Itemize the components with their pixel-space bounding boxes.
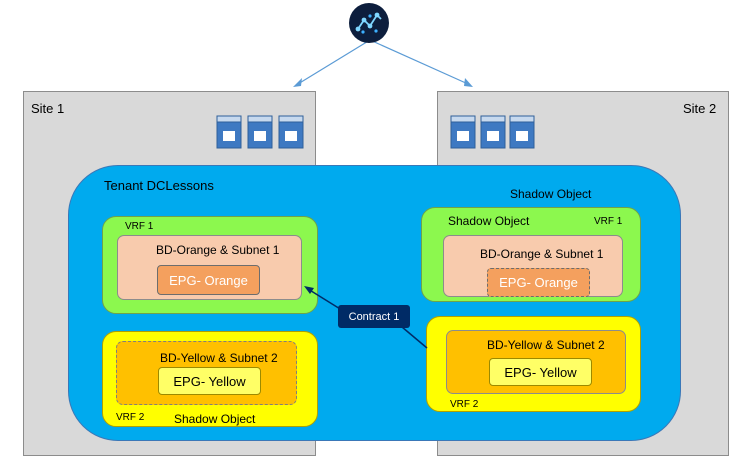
tenant-label: Tenant DCLessons xyxy=(104,178,214,193)
site-1-epg-orange: EPG- Orange xyxy=(157,265,260,295)
site-2-bd-orange-label: BD-Orange & Subnet 1 xyxy=(480,247,604,261)
site-2-apic-cluster xyxy=(450,115,540,149)
site-1-epg-yellow: EPG- Yellow xyxy=(158,367,261,395)
multi-site-orchestrator-icon xyxy=(348,2,390,44)
apic-server-icon xyxy=(278,115,304,149)
site-2-label: Site 2 xyxy=(683,101,717,116)
site-2-vrf-2-label: VRF 2 xyxy=(450,399,479,410)
site-1-bd-orange-label: BD-Orange & Subnet 1 xyxy=(156,243,280,257)
site-2-vrf-1-label: VRF 1 xyxy=(594,216,623,227)
site-2-epg-orange-shadow: EPG- Orange xyxy=(487,268,590,297)
site-1-label: Site 1 xyxy=(31,101,65,116)
site-2-epg-yellow: EPG- Yellow xyxy=(489,358,592,386)
apic-server-icon xyxy=(450,115,476,149)
site-1-vrf-1-label: VRF 1 xyxy=(125,221,154,232)
apic-server-icon xyxy=(480,115,506,149)
site-2-vrf-1-shadow-label: Shadow Object xyxy=(448,214,530,228)
apic-server-icon xyxy=(509,115,535,149)
contract-1-badge: Contract 1 xyxy=(338,305,410,328)
site-1-apic-cluster xyxy=(216,115,306,149)
apic-server-icon xyxy=(216,115,242,149)
site-1-bd-yellow-label: BD-Yellow & Subnet 2 xyxy=(160,351,278,365)
apic-server-icon xyxy=(247,115,273,149)
site-1-vrf-2-label: VRF 2 xyxy=(116,412,145,423)
site-2-bd-yellow-label: BD-Yellow & Subnet 2 xyxy=(487,338,605,352)
shadow-object-label: Shadow Object xyxy=(510,187,592,201)
site-1-vrf-2-shadow-label: Shadow Object xyxy=(174,412,256,426)
